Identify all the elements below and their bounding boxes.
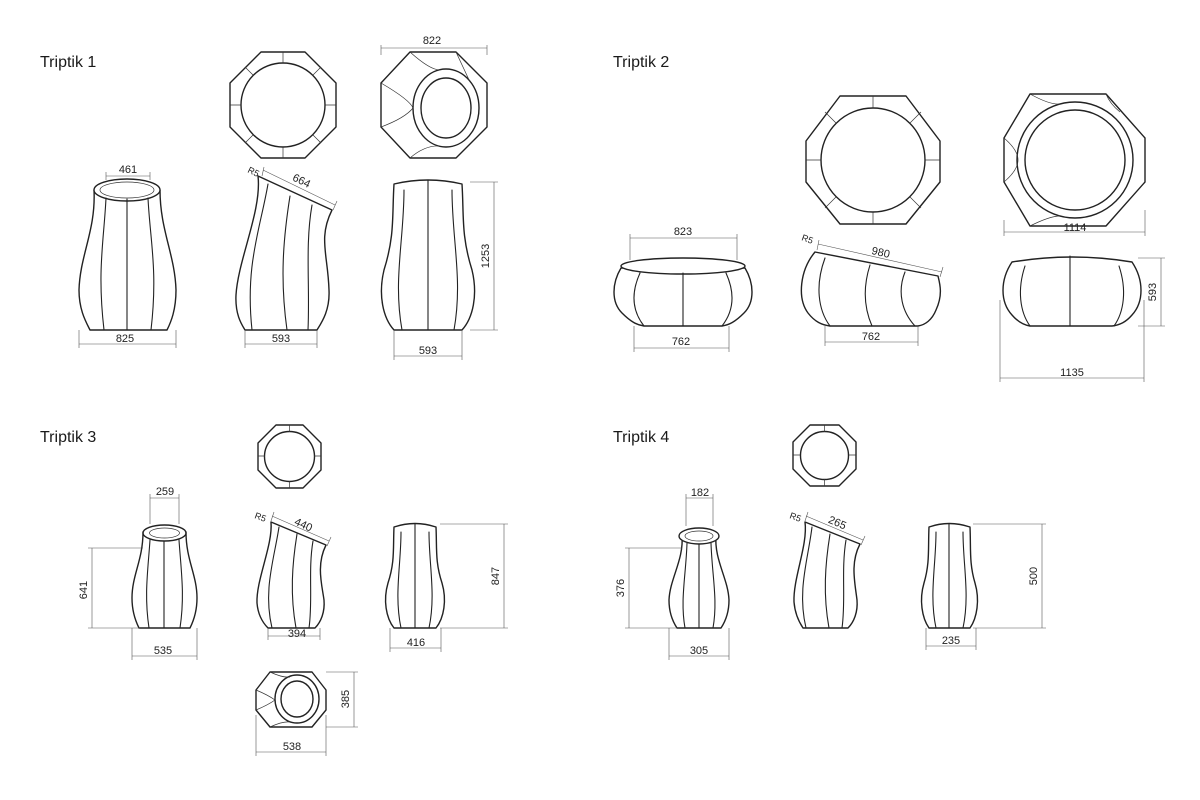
svg-text:R5: R5 (246, 165, 261, 179)
dim-back-base: 593 (393, 330, 463, 360)
dim-angled: 980 R5 (800, 232, 944, 278)
section-triptik-4: Triptik 4 182 376 (613, 424, 1046, 660)
side-vase (256, 521, 327, 629)
dim-front-base: 535 (131, 628, 198, 660)
dim-bottom-height: 385 (326, 671, 358, 728)
side-vase (235, 175, 333, 331)
svg-text:1253: 1253 (480, 244, 492, 268)
svg-text:593: 593 (419, 345, 437, 357)
back-bowl (1002, 255, 1142, 327)
dim-front-base: 305 (668, 628, 730, 660)
svg-text:593: 593 (272, 333, 290, 345)
front-vase (78, 178, 177, 331)
dim-back-base: 416 (389, 628, 442, 652)
svg-text:416: 416 (407, 637, 425, 649)
dim-height: 500 (973, 523, 1046, 629)
svg-text:R5: R5 (788, 510, 802, 523)
section-title: Triptik 3 (40, 429, 96, 446)
dim-top-width: 822 (380, 35, 488, 55)
side-bowl (800, 251, 942, 327)
dim-back-base: 235 (925, 628, 977, 650)
top-view-perspective (380, 51, 488, 159)
svg-text:385: 385 (340, 690, 352, 708)
section-triptik-2: Triptik 2 1114 (613, 54, 1165, 382)
dim-height: 1253 (470, 181, 498, 331)
svg-text:980: 980 (870, 245, 891, 261)
section-title: Triptik 2 (613, 54, 669, 71)
svg-text:535: 535 (154, 645, 172, 657)
section-triptik-1: Triptik 1 822 (40, 35, 498, 360)
top-view-ring (805, 95, 941, 225)
dim-top-width: 1114 (1003, 210, 1146, 236)
dim-height-left: 641 (78, 547, 143, 629)
section-title: Triptik 4 (613, 429, 669, 446)
dim-label: 822 (423, 35, 441, 47)
svg-text:235: 235 (942, 635, 960, 647)
dim-back-base: 1135 (999, 300, 1145, 382)
section-triptik-3: Triptik 3 259 641 (40, 424, 508, 756)
dim-angled: 664 R5 (246, 165, 338, 211)
dim-mouth: 461 (105, 164, 151, 180)
dim-height: 593 (1138, 257, 1165, 327)
front-bowl (613, 257, 753, 327)
svg-text:R5: R5 (800, 232, 814, 245)
svg-text:394: 394 (288, 628, 306, 640)
svg-text:259: 259 (156, 486, 174, 498)
top-view-ring (257, 424, 322, 489)
dim-bottom-width: 538 (255, 715, 327, 756)
dim-side-base: 394 (267, 628, 321, 640)
dim-mouth: 182 (685, 487, 714, 526)
svg-text:461: 461 (119, 164, 137, 176)
svg-text:762: 762 (672, 336, 690, 348)
svg-text:823: 823 (674, 226, 692, 238)
svg-text:1135: 1135 (1060, 367, 1084, 379)
svg-text:1114: 1114 (1064, 222, 1087, 234)
front-vase (668, 527, 730, 629)
svg-text:847: 847 (490, 567, 502, 585)
back-vase (920, 522, 979, 629)
dim-height-left: 376 (615, 547, 682, 629)
dim-side-base: 593 (244, 330, 318, 348)
svg-text:762: 762 (862, 331, 880, 343)
svg-text:305: 305 (690, 645, 708, 657)
front-vase (131, 524, 198, 629)
svg-text:641: 641 (78, 581, 90, 599)
svg-text:825: 825 (116, 333, 134, 345)
svg-text:500: 500 (1028, 567, 1040, 585)
svg-text:593: 593 (1147, 283, 1159, 301)
dim-side-base: 762 (824, 326, 919, 346)
dim-height: 847 (440, 523, 508, 629)
side-vase (793, 521, 861, 629)
dim-angled: 265 R5 (788, 510, 866, 546)
dim-mouth: 823 (629, 226, 738, 260)
svg-text:538: 538 (283, 741, 301, 753)
svg-text:R5: R5 (253, 510, 267, 523)
back-vase (380, 179, 476, 331)
svg-text:182: 182 (691, 487, 709, 499)
svg-text:265: 265 (826, 514, 848, 532)
top-view-perspective (1003, 93, 1146, 227)
top-view-ring (792, 424, 857, 487)
back-vase (384, 522, 446, 629)
dim-front-base: 825 (78, 330, 177, 348)
section-title: Triptik 1 (40, 54, 96, 71)
dim-front-base: 762 (633, 326, 730, 352)
bottom-view (255, 671, 327, 728)
svg-text:376: 376 (615, 579, 627, 597)
dim-mouth: 259 (149, 486, 180, 524)
svg-text:664: 664 (290, 172, 312, 191)
top-view-ring (229, 51, 337, 159)
